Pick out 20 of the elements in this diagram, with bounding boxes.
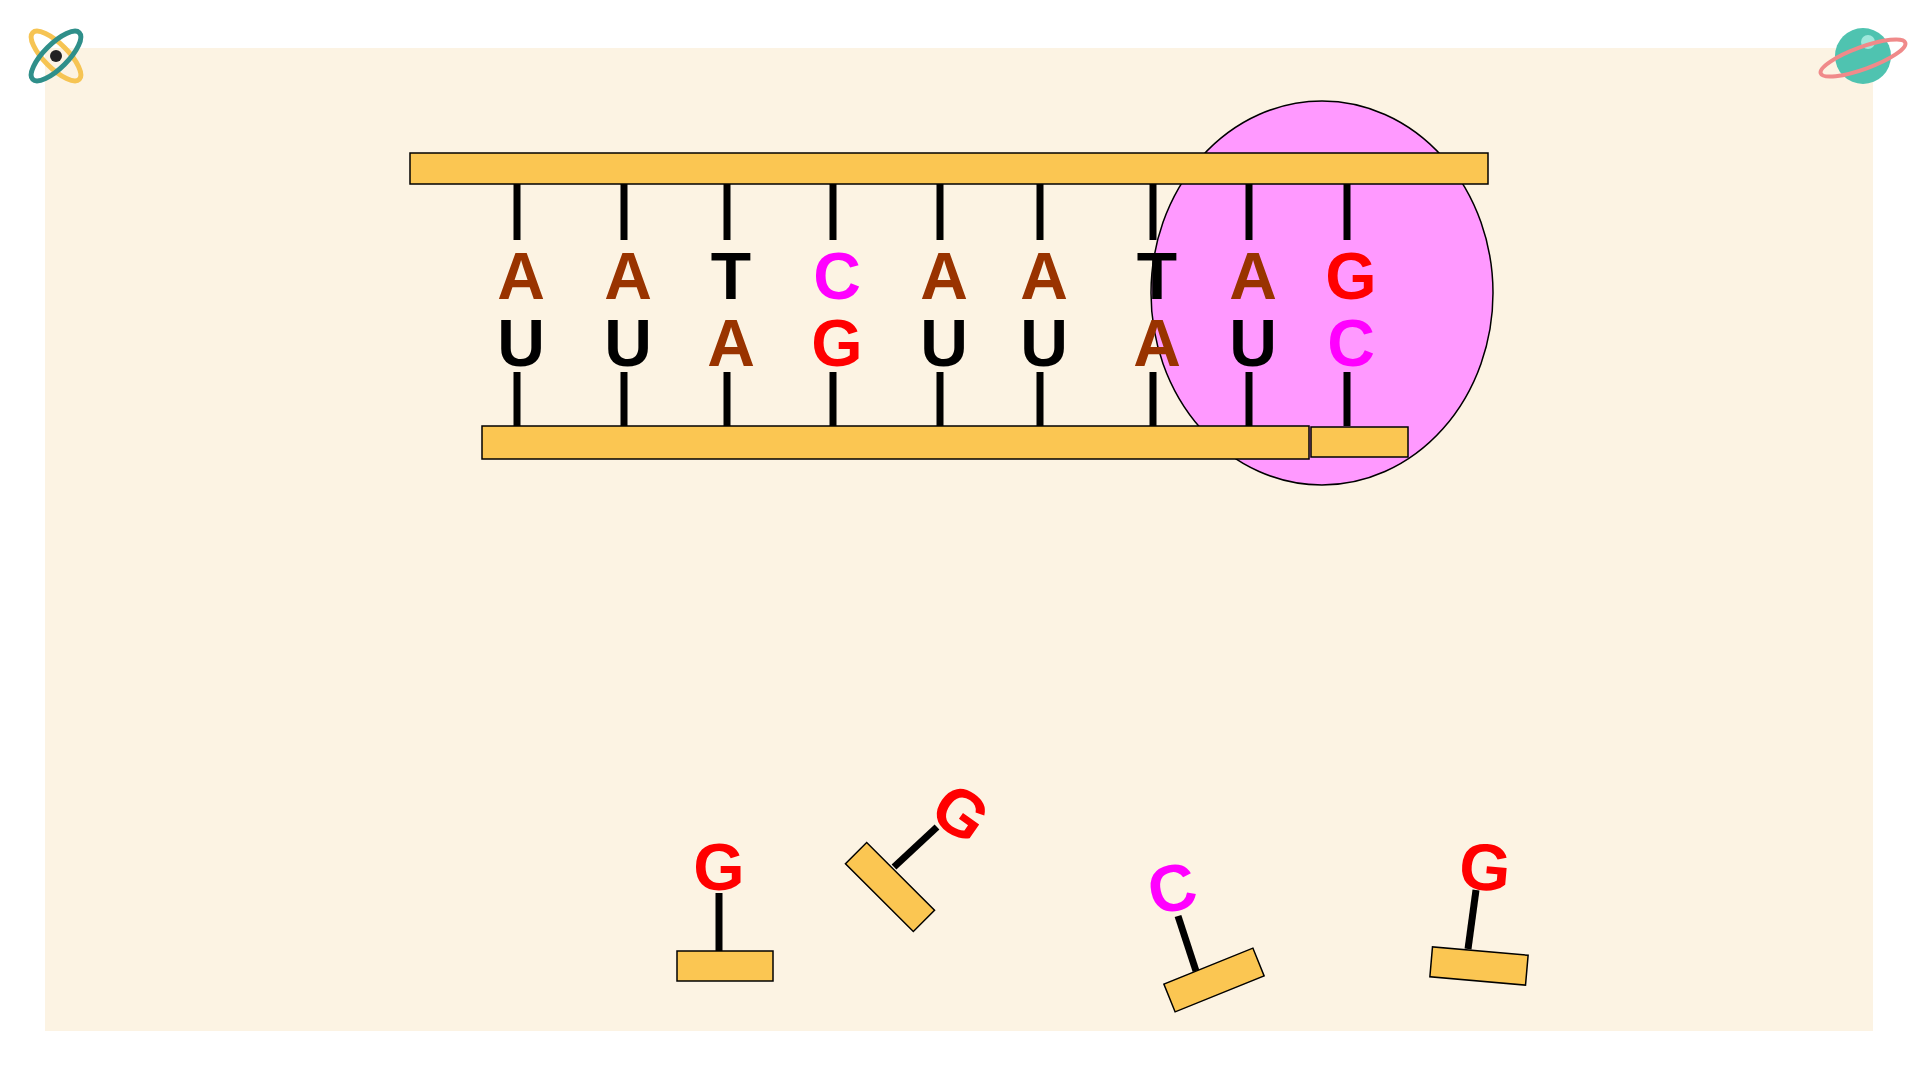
base-letter: G [1456,831,1514,903]
base-letter: C [1327,310,1375,376]
base-letter: G [693,834,745,900]
base-letter: A [707,310,755,376]
base-letter: U [497,310,545,376]
base-letter: A [920,243,968,309]
base-letter: C [1141,850,1203,926]
base-letter: G [811,310,863,376]
base-letter: T [710,243,752,309]
base-letter: A [497,243,545,309]
base-letter: A [1020,243,1068,309]
base-letter: U [920,310,968,376]
base-letter: A [1229,243,1277,309]
base-letter: U [604,310,652,376]
base-letter: G [921,771,1001,855]
base-letter: U [1020,310,1068,376]
base-letter: U [1229,310,1277,376]
base-letter: C [813,243,861,309]
base-letter: G [1325,243,1377,309]
base-letter: A [604,243,652,309]
